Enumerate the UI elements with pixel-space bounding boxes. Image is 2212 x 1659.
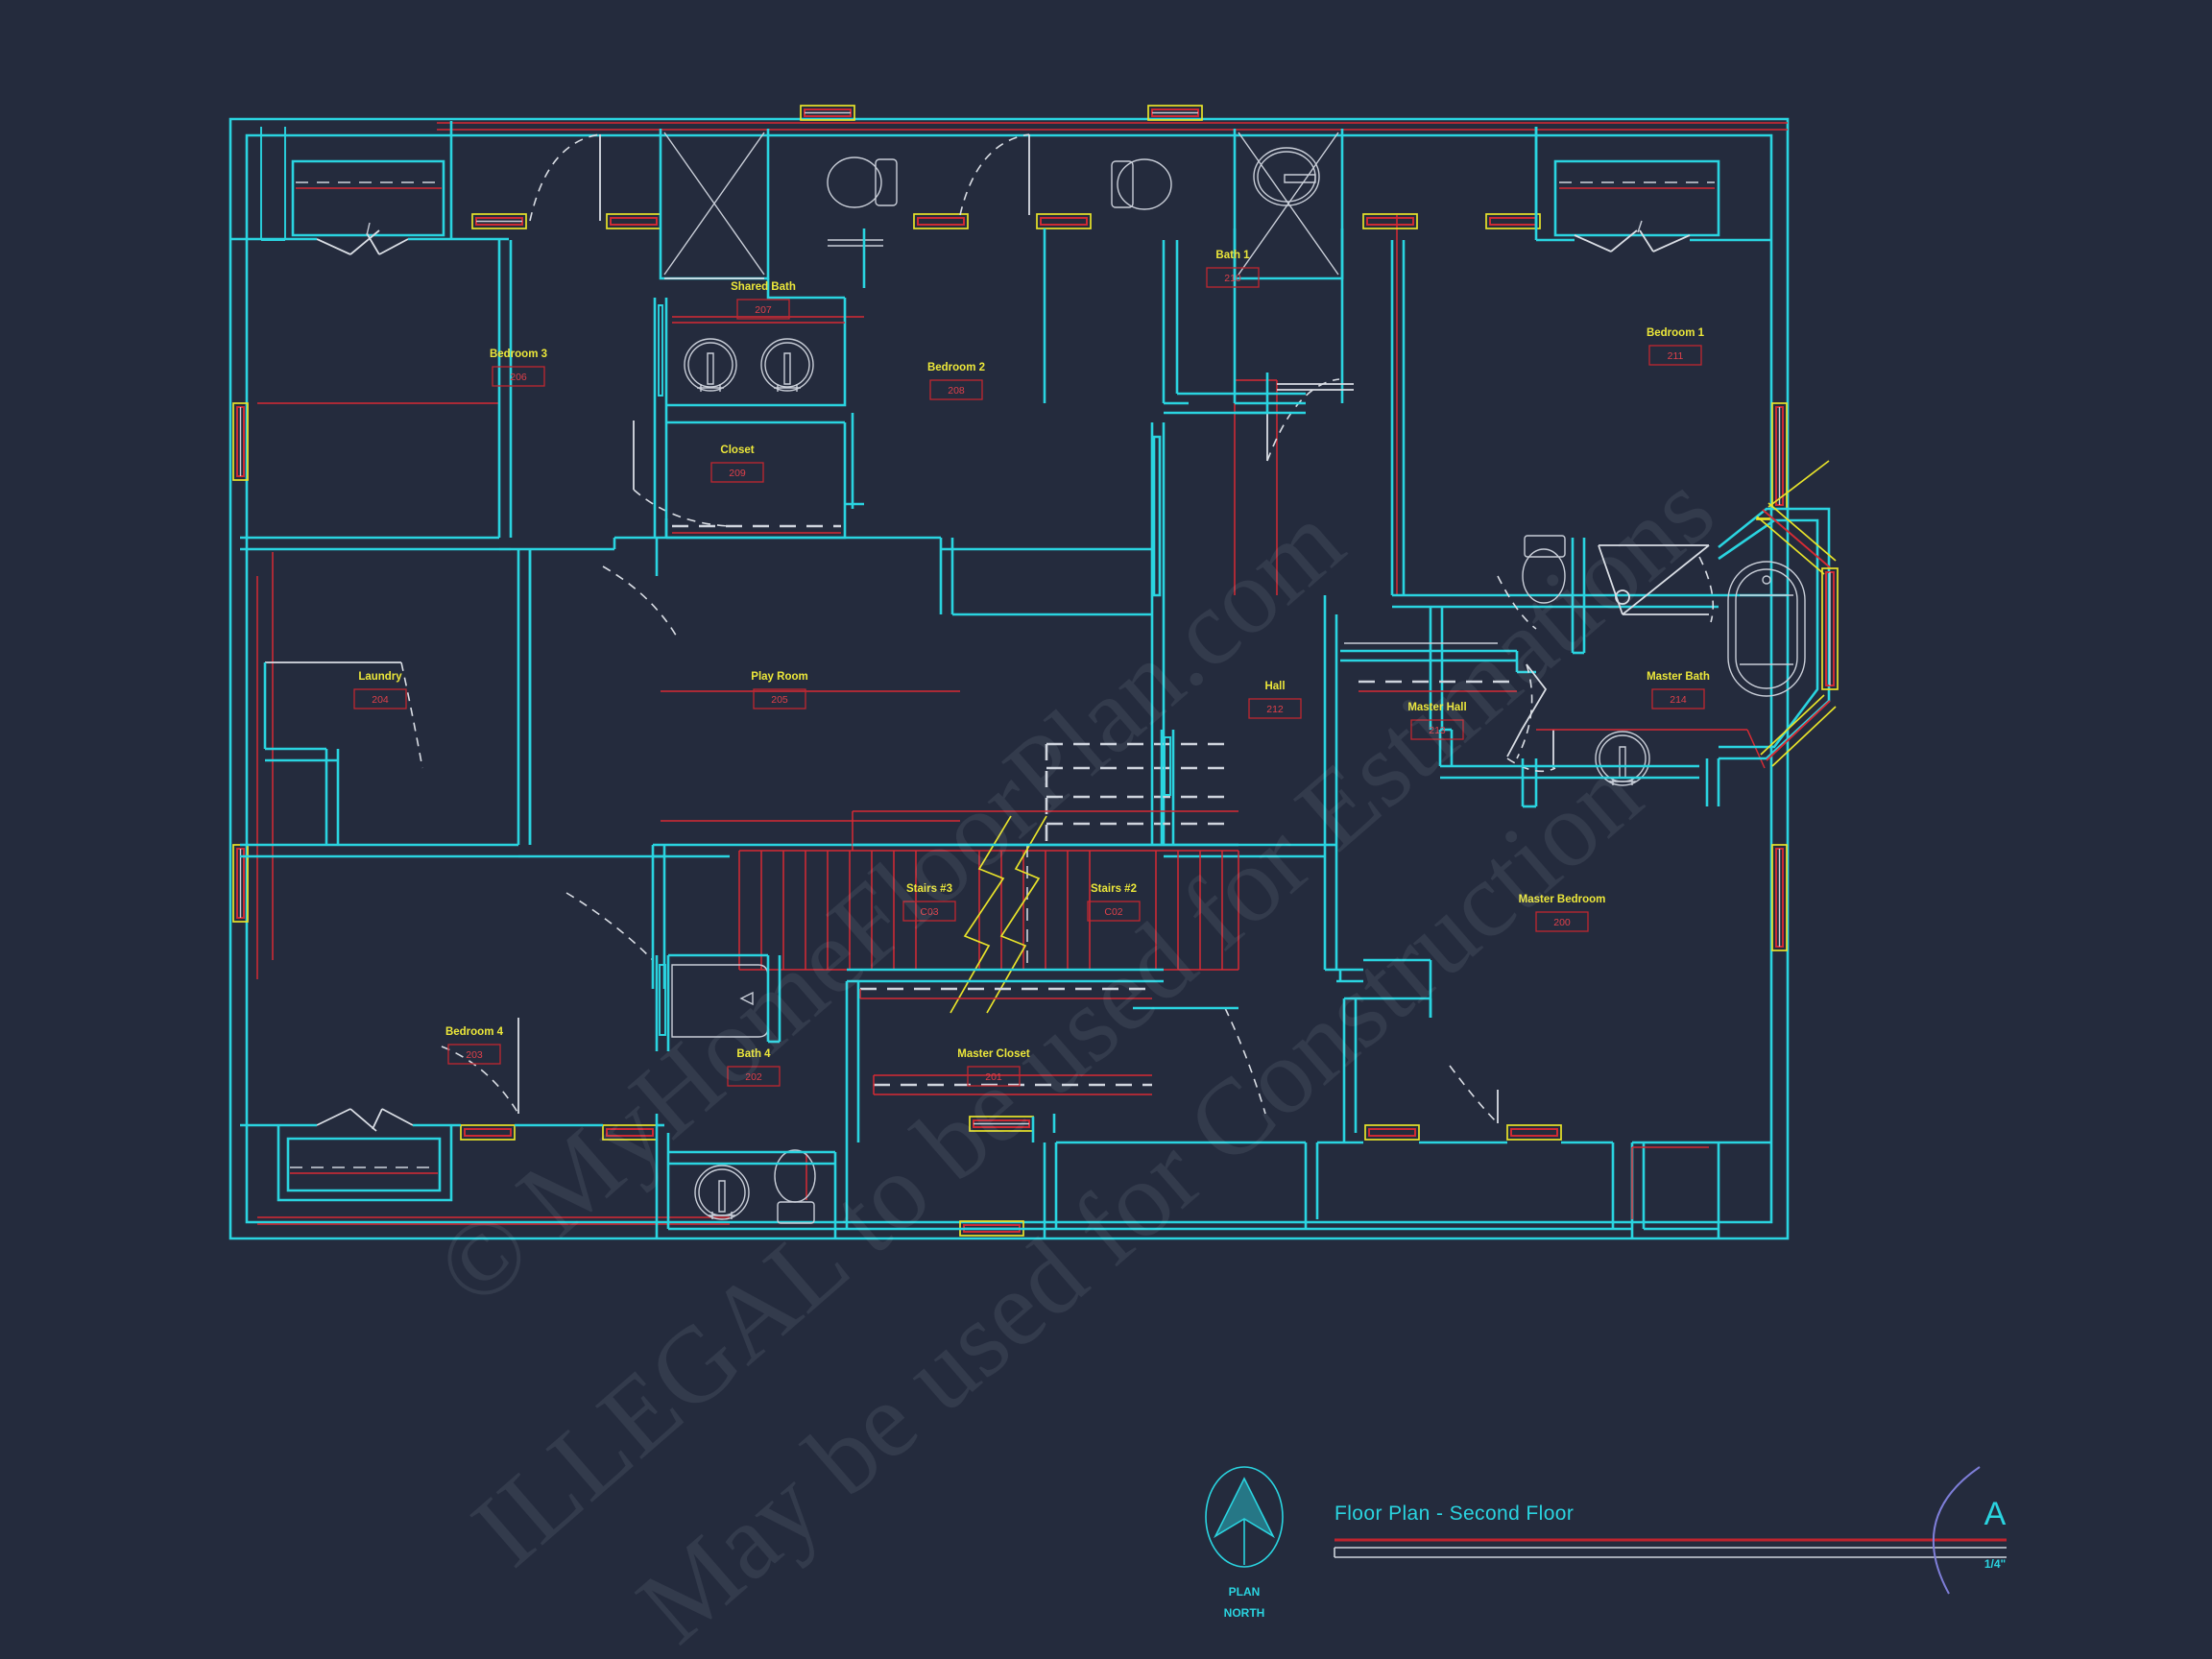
room-name: Play Room bbox=[751, 671, 807, 683]
room-number: 214 bbox=[1670, 694, 1687, 706]
room-label-6: Laundry 204 bbox=[353, 671, 407, 709]
room-name: Bath 1 bbox=[1215, 250, 1250, 261]
room-name: Bedroom 2 bbox=[927, 362, 985, 373]
room-name: Stairs #2 bbox=[1091, 883, 1137, 895]
room-name: Bedroom 3 bbox=[490, 349, 547, 360]
windows-top-wall bbox=[232, 105, 1788, 1237]
room-number: 200 bbox=[1553, 917, 1571, 928]
master-bath bbox=[1438, 460, 1839, 806]
north-label-north: NORTH bbox=[1224, 1606, 1265, 1620]
room-number: C03 bbox=[920, 906, 938, 918]
room-name: Master Closet bbox=[957, 1048, 1030, 1060]
stair-landing bbox=[1045, 730, 1229, 845]
room-label-3: Closet 209 bbox=[710, 445, 764, 483]
room-label-13: Stairs #2 C02 bbox=[1087, 883, 1141, 922]
room-label-2: Bedroom 2 208 bbox=[927, 362, 985, 400]
room-name: Closet bbox=[720, 445, 754, 456]
room-number: 202 bbox=[745, 1071, 762, 1083]
sink-bath-4 bbox=[694, 1165, 750, 1220]
bedroom-2 bbox=[240, 228, 1306, 614]
room-label-5: Bedroom 1 211 bbox=[1647, 327, 1705, 366]
room-number: 206 bbox=[510, 372, 527, 383]
closet-209 bbox=[655, 413, 864, 576]
soaking-tub bbox=[1727, 561, 1806, 697]
room-label-7: Play Room 205 bbox=[751, 671, 808, 709]
room-label-10: Master Bath 214 bbox=[1647, 671, 1710, 709]
sink-right bbox=[760, 338, 814, 392]
toilet-master-bath bbox=[1522, 535, 1566, 604]
tub-bath-1 bbox=[1253, 147, 1320, 206]
master-bedroom bbox=[1342, 997, 1771, 1238]
room-number: 208 bbox=[948, 385, 965, 397]
room-label-15: Bath 4 202 bbox=[727, 1048, 781, 1087]
room-number: 201 bbox=[985, 1071, 1002, 1083]
room-name: Bedroom 1 bbox=[1647, 327, 1705, 339]
toilet-shared-bath bbox=[827, 156, 898, 208]
bedroom-3 bbox=[230, 121, 509, 255]
exterior-walls bbox=[228, 117, 1790, 1240]
sink-left bbox=[684, 338, 737, 392]
toilet-bath-1-area bbox=[1111, 158, 1172, 210]
room-name: Stairs #3 bbox=[906, 883, 952, 895]
hall-and-master-hall bbox=[1133, 595, 1556, 1018]
bedroom-1 bbox=[1390, 127, 1788, 609]
room-name: Laundry bbox=[358, 671, 402, 683]
room-name: Master Hall bbox=[1407, 702, 1466, 713]
room-label-11: Master Bedroom 200 bbox=[1519, 894, 1606, 932]
room-name: Hall bbox=[1264, 681, 1285, 692]
detail-bubble: A 1/4" bbox=[1932, 1466, 2007, 1595]
room-number: 204 bbox=[372, 694, 389, 706]
room-name: Master Bedroom bbox=[1519, 894, 1606, 905]
room-label-12: Stairs #3 C03 bbox=[902, 883, 956, 922]
stairs bbox=[738, 730, 1239, 1014]
bubble-arc bbox=[1932, 1466, 1981, 1595]
room-label-4: Bath 1 210 bbox=[1206, 250, 1260, 288]
room-number: 210 bbox=[1224, 273, 1241, 284]
room-label-14: Bedroom 4 203 bbox=[445, 1026, 504, 1065]
room-label-1: Shared Bath 207 bbox=[731, 281, 796, 320]
sheet-letter: A bbox=[1984, 1496, 2007, 1532]
room-name: Shared Bath bbox=[731, 281, 796, 293]
room-name: Bedroom 4 bbox=[445, 1026, 504, 1038]
north-arrow-icon: PLAN NORTH bbox=[1205, 1466, 1284, 1620]
room-number: 211 bbox=[1668, 350, 1684, 362]
room-number: 205 bbox=[771, 694, 788, 706]
room-number: 203 bbox=[466, 1049, 483, 1061]
sheet-title: Floor Plan - Second Floor bbox=[1334, 1503, 1574, 1525]
drawing-scale: 1/4" bbox=[1984, 1557, 2006, 1571]
room-number: 213 bbox=[1429, 725, 1446, 736]
room-labels: Bedroom 3 206 Shared Bath 207 Bedroom 2 … bbox=[353, 250, 1710, 1087]
room-name: Bath 4 bbox=[736, 1048, 771, 1060]
north-label-plan: PLAN bbox=[1229, 1585, 1261, 1599]
shared-bath bbox=[653, 129, 1344, 538]
room-label-0: Bedroom 3 206 bbox=[490, 349, 547, 387]
room-label-8: Hall 212 bbox=[1248, 681, 1302, 719]
master-closet bbox=[845, 968, 1615, 1238]
master-tub-bay bbox=[1718, 460, 1839, 767]
room-number: 209 bbox=[729, 468, 746, 479]
room-number: 212 bbox=[1266, 704, 1284, 715]
bath-4 bbox=[655, 953, 960, 1238]
toilet-bath-4 bbox=[774, 1149, 816, 1224]
room-number: 207 bbox=[755, 304, 772, 316]
room-number: C02 bbox=[1104, 906, 1122, 918]
room-label-9: Master Hall 213 bbox=[1407, 702, 1467, 740]
room-name: Master Bath bbox=[1647, 671, 1710, 683]
room-label-16: Master Closet 201 bbox=[957, 1048, 1030, 1087]
bath-1 bbox=[1233, 147, 1354, 415]
ceiling-reference-lines bbox=[256, 122, 1788, 1225]
